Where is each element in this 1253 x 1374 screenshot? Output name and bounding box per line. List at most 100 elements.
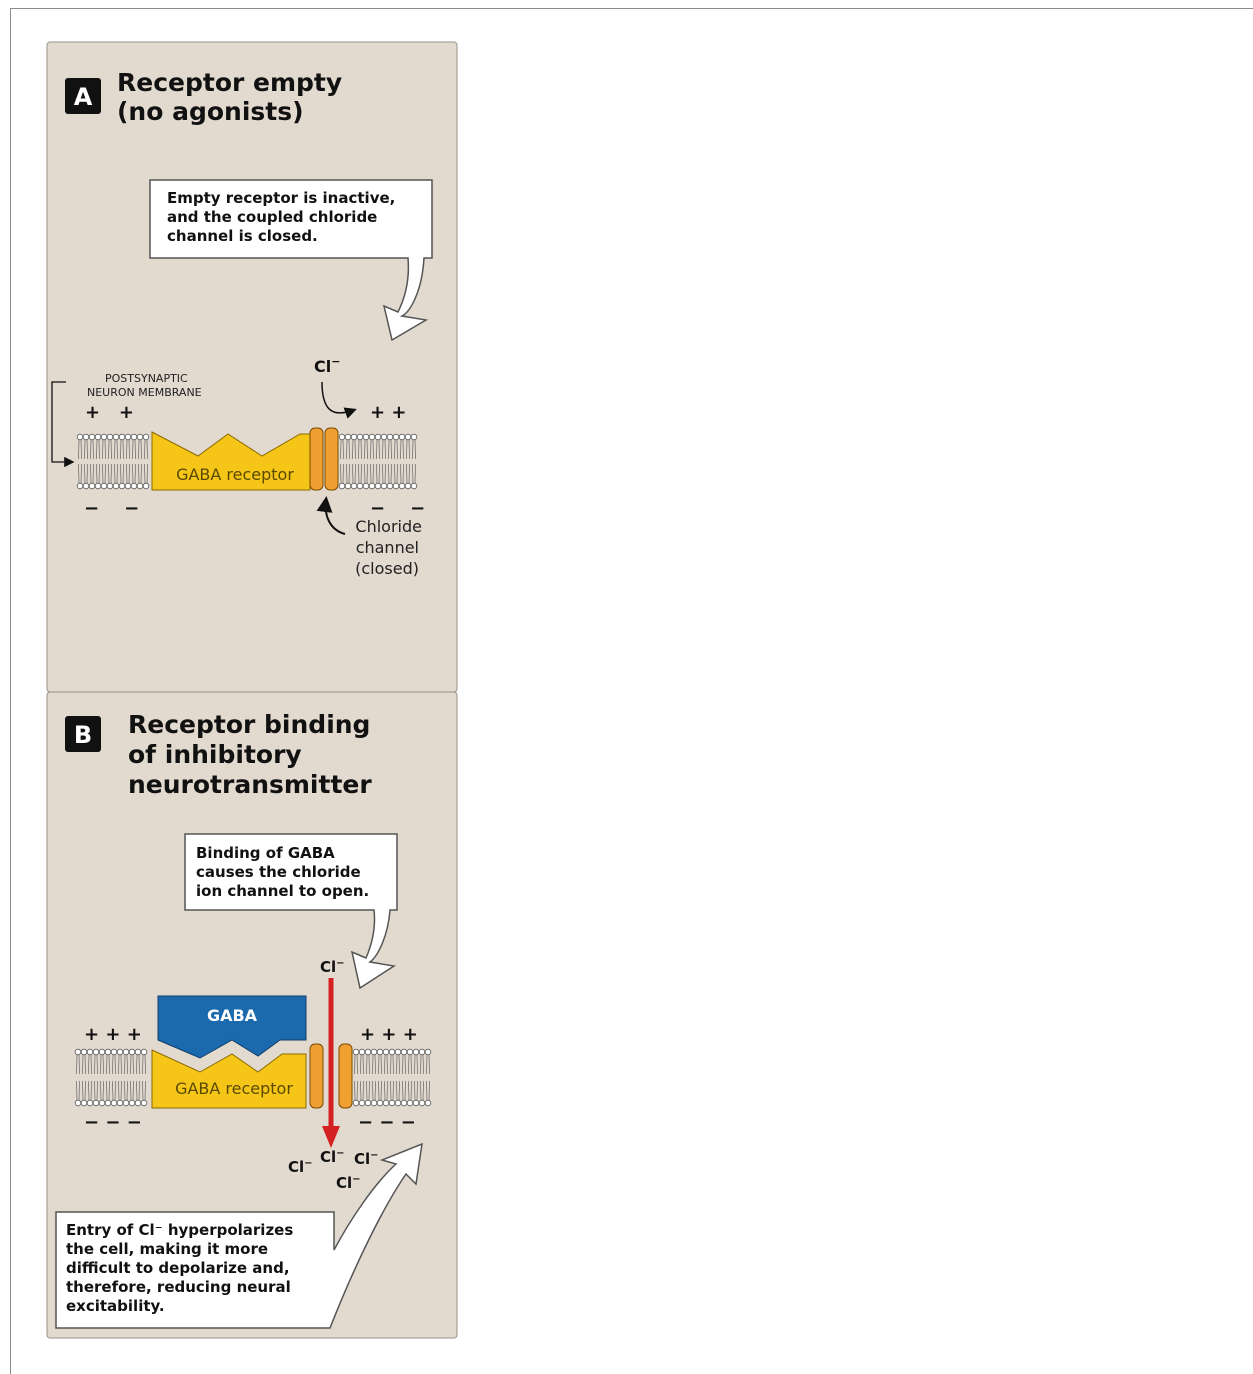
lipid-head [381, 483, 387, 489]
lipid-head [419, 1100, 425, 1106]
lipid-head [143, 434, 149, 440]
lipid-head [345, 434, 351, 440]
panel-b-title-line-2: of inhibitory [128, 740, 302, 769]
lipid-head [413, 1100, 419, 1106]
lipid-head [99, 1049, 105, 1055]
lipid-head [425, 1100, 431, 1106]
lipid-head [101, 434, 107, 440]
panel-b-charges-bottom-right: − − − [358, 1112, 416, 1133]
lipid-head [77, 434, 83, 440]
lipid-head [83, 483, 89, 489]
lipid-head [401, 1100, 407, 1106]
lipid-head [407, 1049, 413, 1055]
lipid-head [411, 483, 417, 489]
lipid-head [93, 1049, 99, 1055]
lipid-head [117, 1100, 123, 1106]
lipid-head [95, 434, 101, 440]
lipid-head [405, 434, 411, 440]
lipid-head [141, 1100, 147, 1106]
lipid-head [353, 1100, 359, 1106]
panel-b: B Receptor binding of inhibitory neurotr… [47, 692, 457, 1338]
panel-a-membrane-label-line-2: NEURON MEMBRANE [87, 386, 202, 399]
panel-a-callout-line-3: channel is closed. [167, 227, 318, 245]
lipid-head [369, 434, 375, 440]
lipid-head [129, 1100, 135, 1106]
panel-b-callout-bottom-line-3: difficult to depolarize and, [66, 1259, 290, 1277]
lipid-head [377, 1100, 383, 1106]
panel-a-membrane-label-line-1: POSTSYNAPTIC [105, 372, 188, 385]
panel-a-channel-right [325, 428, 338, 490]
lipid-head [377, 1049, 383, 1055]
lipid-head [387, 483, 393, 489]
panel-b-receptor-label: GABA receptor [175, 1079, 293, 1098]
lipid-head [395, 1049, 401, 1055]
lipid-head [399, 483, 405, 489]
lipid-head [357, 483, 363, 489]
lipid-head [353, 1049, 359, 1055]
lipid-head [405, 483, 411, 489]
lipid-head [363, 434, 369, 440]
lipid-head [351, 483, 357, 489]
panel-a-callout-line-2: and the coupled chloride [167, 208, 377, 226]
lipid-head [101, 483, 107, 489]
panel-b-channel-left [310, 1044, 323, 1108]
lipid-head [137, 434, 143, 440]
lipid-head [395, 1100, 401, 1106]
lipid-head [425, 1049, 431, 1055]
panel-a-charges-top-right: + + [370, 402, 406, 423]
lipid-head [107, 434, 113, 440]
lipid-head [419, 1049, 425, 1055]
lipid-head [413, 1049, 419, 1055]
lipid-head [389, 1049, 395, 1055]
lipid-head [365, 1049, 371, 1055]
lipid-head [135, 1049, 141, 1055]
lipid-head [141, 1049, 147, 1055]
lipid-head [105, 1100, 111, 1106]
panel-a-title-line-1: Receptor empty [117, 68, 342, 97]
lipid-head [87, 1049, 93, 1055]
lipid-head [389, 1100, 395, 1106]
lipid-head [359, 1100, 365, 1106]
lipid-head [399, 434, 405, 440]
lipid-head [381, 434, 387, 440]
lipid-head [135, 1100, 141, 1106]
lipid-head [143, 483, 149, 489]
panel-b-callout-bottom-line-1: Entry of Cl⁻ hyperpolarizes [66, 1221, 293, 1239]
lipid-head [371, 1100, 377, 1106]
lipid-head [89, 434, 95, 440]
panel-b-callout-top-line-2: causes the chloride [196, 863, 361, 881]
lipid-head [393, 483, 399, 489]
lipid-head [81, 1049, 87, 1055]
panel-a-charges-top-left: + + [85, 402, 134, 423]
lipid-head [363, 483, 369, 489]
panel-a-title-line-2: (no agonists) [117, 97, 304, 126]
lipid-head [75, 1049, 81, 1055]
lipid-head [339, 434, 345, 440]
lipid-head [375, 434, 381, 440]
panel-b-title-line-3: neurotransmitter [128, 770, 372, 799]
panel-a-channel-label-line-2: channel [356, 538, 419, 557]
lipid-head [75, 1100, 81, 1106]
lipid-head [87, 1100, 93, 1106]
lipid-head [125, 483, 131, 489]
lipid-head [359, 1049, 365, 1055]
lipid-head [119, 434, 125, 440]
panel-a-charges-bottom-left: − − [84, 498, 139, 519]
lipid-head [119, 483, 125, 489]
lipid-head [111, 1100, 117, 1106]
panel-a-receptor-label: GABA receptor [176, 465, 294, 484]
lipid-head [137, 483, 143, 489]
panel-b-callout-top-line-1: Binding of GABA [196, 844, 335, 862]
panel-a-letter: A [74, 83, 93, 111]
panel-b-callout-bottom-line-5: excitability. [66, 1297, 165, 1315]
panel-a-channel-label-line-3: (closed) [355, 559, 419, 578]
lipid-head [77, 483, 83, 489]
lipid-head [123, 1100, 129, 1106]
lipid-head [81, 1100, 87, 1106]
lipid-head [95, 483, 101, 489]
lipid-head [339, 483, 345, 489]
lipid-head [123, 1049, 129, 1055]
lipid-head [365, 1100, 371, 1106]
lipid-head [375, 483, 381, 489]
